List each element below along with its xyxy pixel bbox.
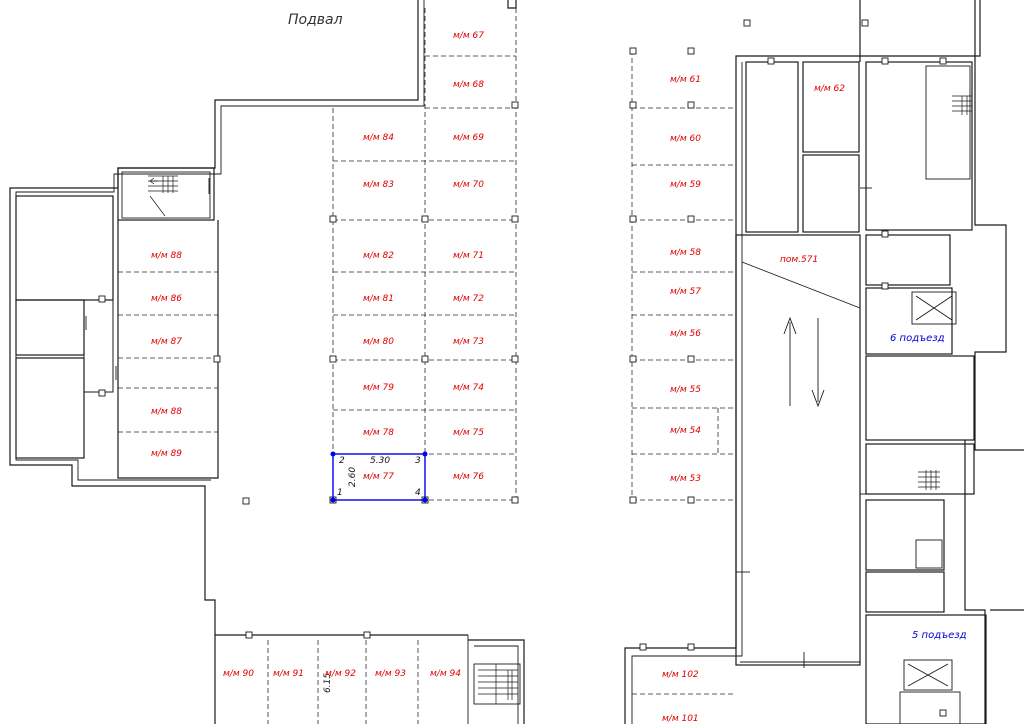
space-label[interactable]: м/м 73 — [453, 337, 484, 347]
selected-space[interactable]: 2 3 1 4 5.30 2.60 — [330, 451, 428, 503]
space-label[interactable]: м/м 80 — [363, 337, 394, 347]
space-label[interactable]: м/м 92 — [325, 669, 356, 679]
corner-label-3: 3 — [415, 456, 421, 466]
space-label[interactable]: м/м 71 — [453, 251, 484, 261]
space-label[interactable]: м/м 94 — [430, 669, 461, 679]
space-label[interactable]: м/м 74 — [453, 383, 484, 393]
space-label[interactable]: м/м 69 — [453, 133, 484, 143]
space-label[interactable]: м/м 61 — [670, 75, 701, 85]
bottom-stair-icon — [478, 664, 518, 704]
space-label[interactable]: м/м 77 — [363, 472, 394, 482]
space-label[interactable]: м/м 76 — [453, 472, 484, 482]
space-label[interactable]: м/м 72 — [453, 294, 484, 304]
space-label[interactable]: м/м 102 — [662, 670, 699, 680]
right-lower-stair-icon — [918, 470, 940, 490]
right-stair-icon — [952, 95, 972, 115]
space-label[interactable]: м/м 101 — [662, 714, 699, 724]
space-label[interactable]: м/м 54 — [670, 426, 701, 436]
stairs — [148, 95, 972, 704]
space-label[interactable]: м/м 56 — [670, 329, 701, 339]
corner-label-4: 4 — [415, 488, 421, 498]
labels: Подвал пом.571 6 подъезд 5 подъезд 6.15 … — [151, 12, 967, 724]
space-label[interactable]: м/м 68 — [453, 80, 484, 90]
space-label[interactable]: м/м 79 — [363, 383, 394, 393]
space-label[interactable]: м/м 55 — [670, 385, 701, 395]
space-label[interactable]: м/м 58 — [670, 248, 701, 258]
space-label[interactable]: м/м 89 — [151, 449, 182, 459]
space-label[interactable]: м/м 93 — [375, 669, 406, 679]
space-label[interactable]: м/м 87 — [151, 337, 182, 347]
parking-grid — [118, 8, 736, 724]
space-width-dimension: 5.30 — [370, 456, 390, 466]
traffic-arrows — [783, 316, 825, 408]
corner-label-2: 2 — [339, 456, 345, 466]
small-dimension: 6.15 — [323, 673, 333, 693]
corner-label-1: 1 — [337, 488, 343, 498]
wall-ticks — [85, 178, 872, 668]
space-label[interactable]: м/м 88 — [151, 251, 182, 261]
space-label[interactable]: м/м 62 — [814, 84, 845, 94]
room-label: пом.571 — [780, 255, 818, 265]
space-label[interactable]: м/м 60 — [670, 134, 701, 144]
space-label[interactable]: м/м 88 — [151, 407, 182, 417]
space-label[interactable]: м/м 59 — [670, 180, 701, 190]
columns — [98, 19, 947, 717]
walls — [9, 0, 1024, 724]
plan-title: Подвал — [288, 12, 343, 28]
space-label[interactable]: м/м 53 — [670, 474, 701, 484]
space-label[interactable]: м/м 90 — [223, 669, 254, 679]
space-label[interactable]: м/м 86 — [151, 294, 182, 304]
space-label[interactable]: м/м 83 — [363, 180, 394, 190]
space-depth-dimension: 2.60 — [348, 467, 358, 487]
space-label[interactable]: м/м 81 — [363, 294, 394, 304]
entrance-5-label: 5 подъезд — [912, 630, 967, 641]
space-label[interactable]: м/м 84 — [363, 133, 394, 143]
space-label[interactable]: м/м 91 — [273, 669, 304, 679]
space-label[interactable]: м/м 78 — [363, 428, 394, 438]
entrance-6-label: 6 подъезд — [890, 333, 945, 344]
space-label[interactable]: м/м 70 — [453, 180, 484, 190]
space-label[interactable]: м/м 67 — [453, 31, 484, 41]
space-label[interactable]: м/м 75 — [453, 428, 484, 438]
space-label[interactable]: м/м 82 — [363, 251, 394, 261]
left-stair-icon — [148, 175, 178, 217]
space-label[interactable]: м/м 57 — [670, 287, 701, 297]
